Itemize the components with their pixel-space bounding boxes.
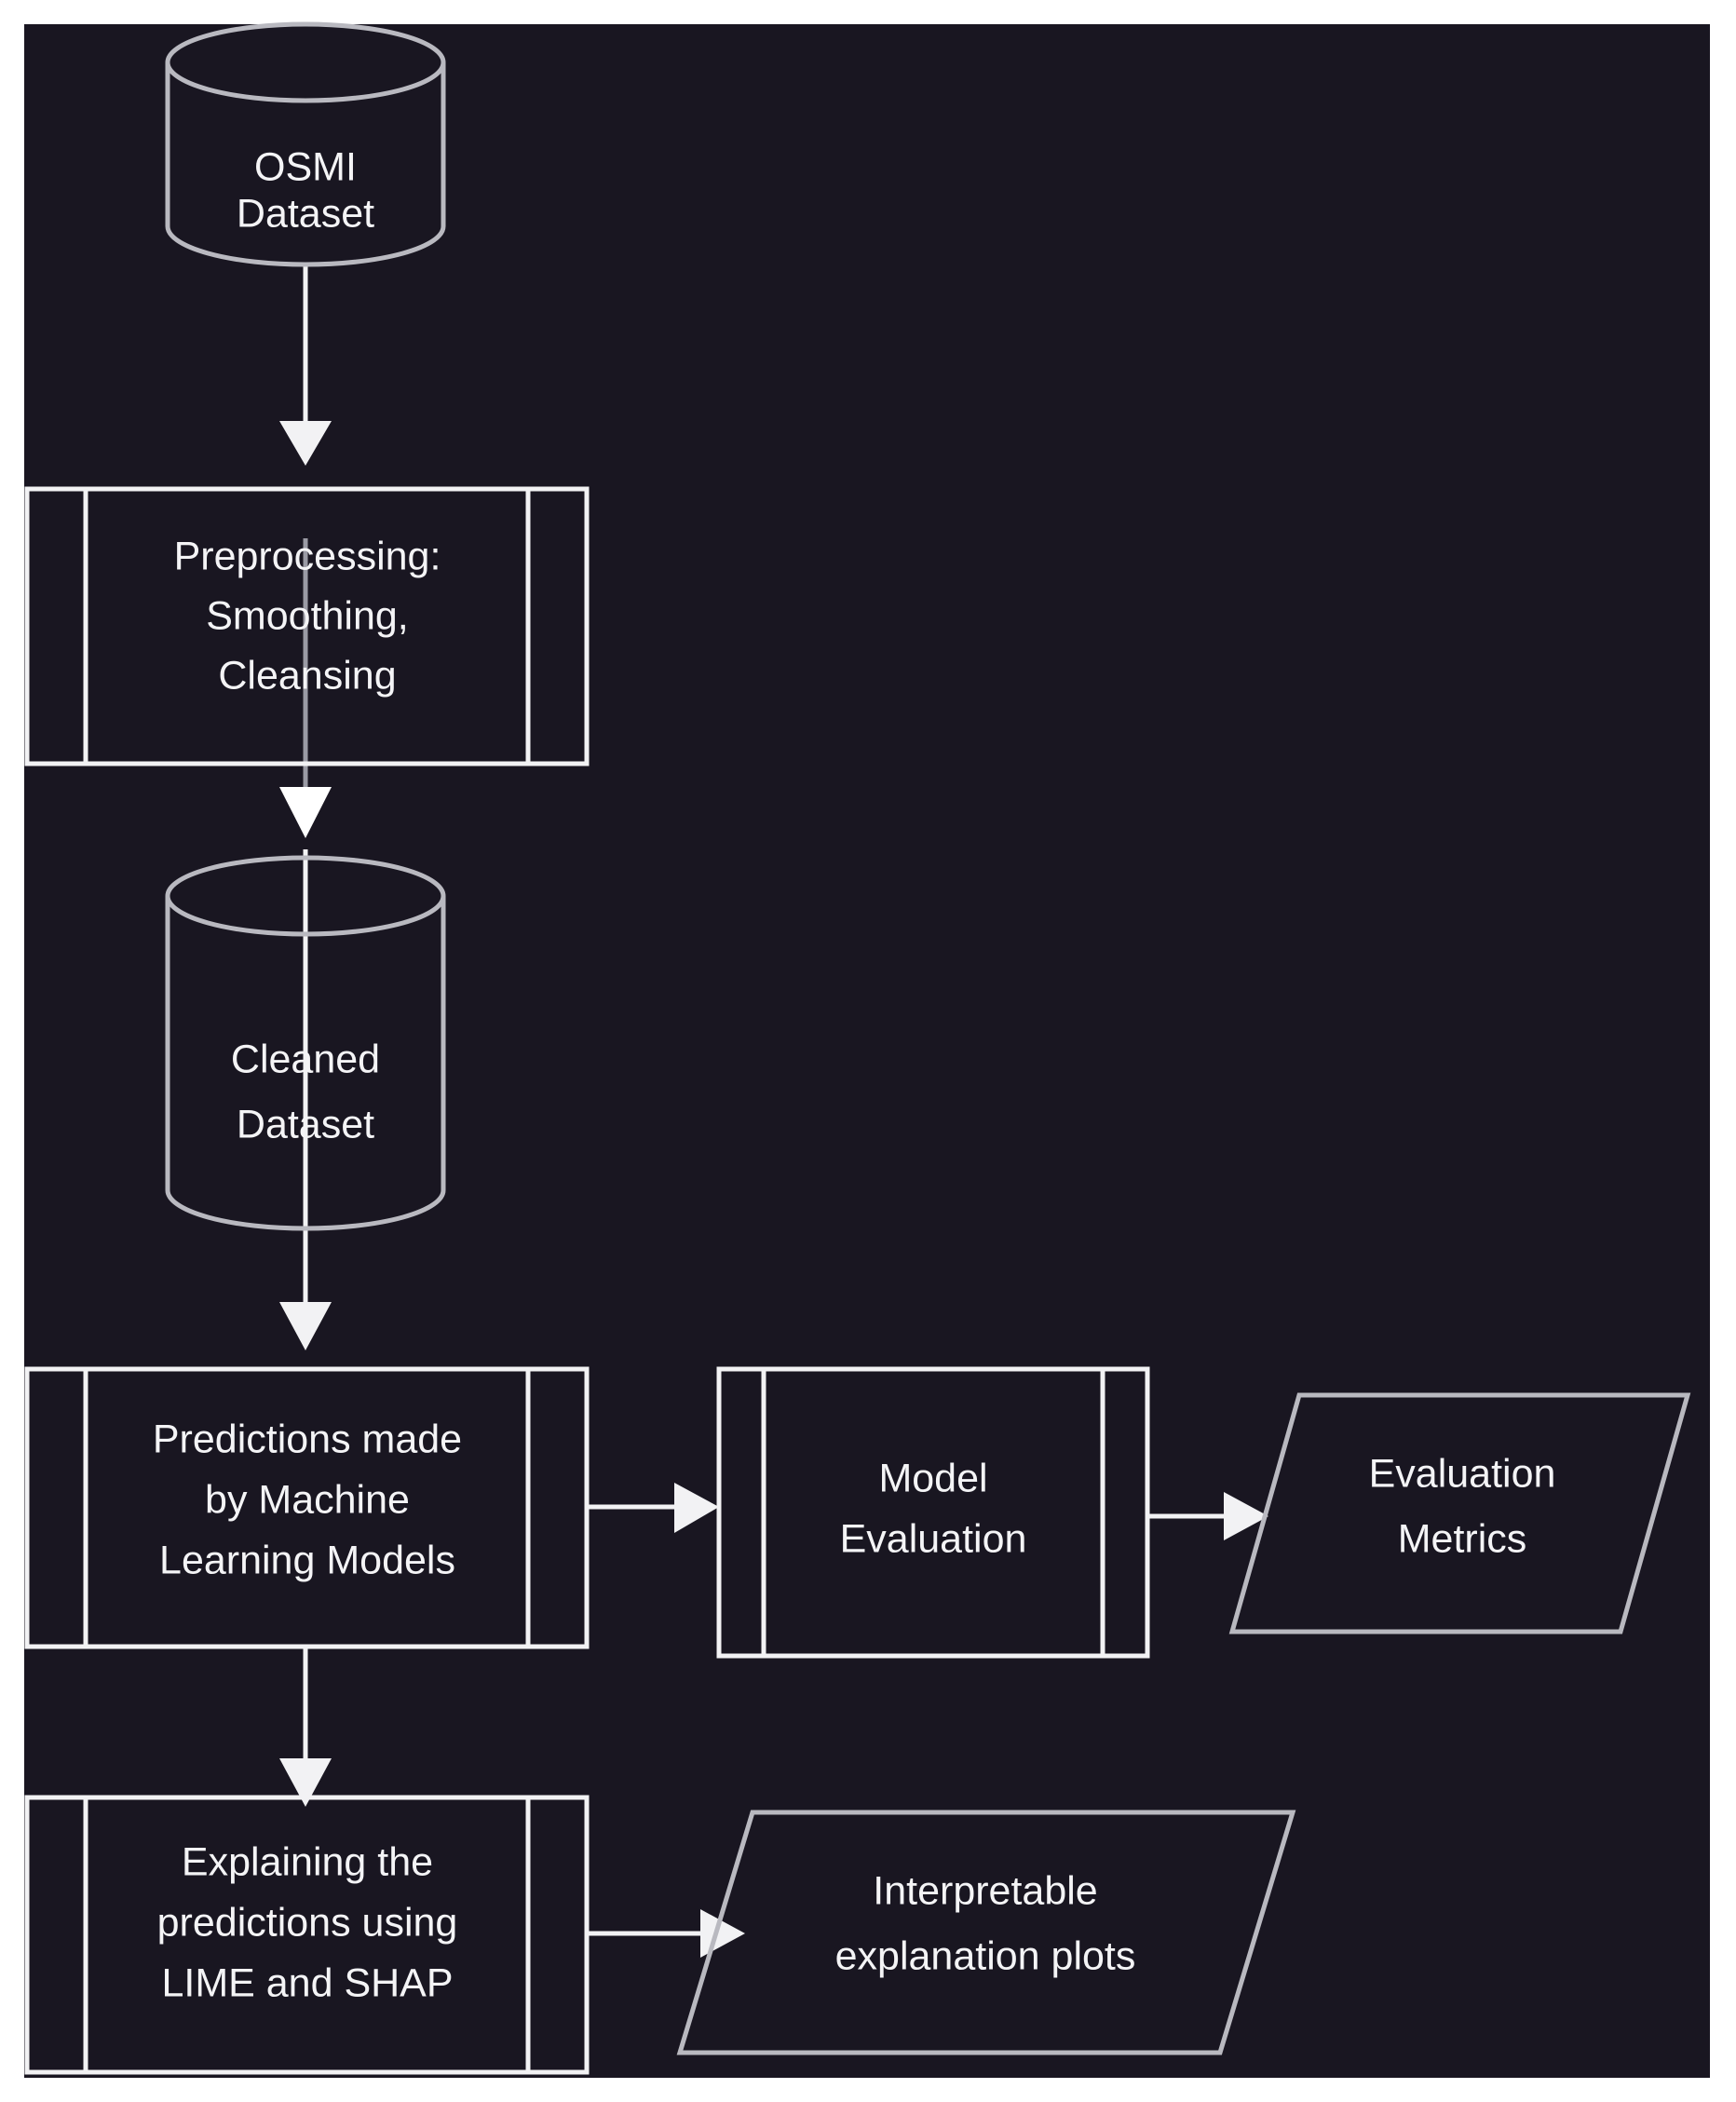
node-evaluation-metrics[interactable]: Evaluation Metrics — [1228, 1392, 1691, 1634]
explaining-label-line3: LIME and SHAP — [161, 1960, 453, 2005]
osmi-dataset-label-line2: Dataset — [237, 191, 374, 236]
explaining-label-line2: predictions using — [157, 1900, 458, 1945]
node-cleaned-dataset[interactable]: Cleaned Dataset — [165, 855, 446, 1231]
predictions-label-line3: Learning Models — [159, 1538, 455, 1582]
edge-predictions-to-explaining — [279, 1647, 332, 1807]
node-predictions[interactable]: Predictions made by Machine Learning Mod… — [24, 1366, 590, 1649]
edge-preprocessing-to-cleaned — [279, 538, 332, 838]
model-evaluation-label-line2: Evaluation — [840, 1516, 1027, 1561]
node-model-evaluation[interactable]: Model Evaluation — [716, 1366, 1150, 1659]
edge-predictions-to-evaluation — [587, 1483, 719, 1533]
edge-evaluation-to-metrics — [1147, 1492, 1268, 1540]
explanation-plots-label-line1: Interpretable — [873, 1868, 1097, 1913]
evaluation-metrics-label-line1: Evaluation — [1369, 1451, 1556, 1496]
cleaned-dataset-label-line1: Cleaned — [231, 1037, 380, 1081]
preprocessing-label-line1: Preprocessing: — [174, 534, 441, 578]
evaluation-metrics-label-line2: Metrics — [1398, 1516, 1527, 1561]
preprocessing-label-line3: Cleansing — [218, 653, 396, 698]
node-explanation-plots[interactable]: Interpretable explanation plots — [676, 1810, 1296, 2055]
explaining-label-line1: Explaining the — [182, 1839, 433, 1884]
predictions-label-line1: Predictions made — [153, 1417, 462, 1461]
node-osmi-dataset[interactable]: OSMI Dataset — [165, 21, 446, 267]
preprocessing-label-line2: Smoothing, — [206, 593, 409, 638]
predictions-label-line2: by Machine — [205, 1477, 410, 1522]
model-evaluation-label-line1: Model — [878, 1456, 987, 1500]
osmi-dataset-label-line1: OSMI — [254, 144, 357, 189]
node-explaining[interactable]: Explaining the predictions using LIME an… — [24, 1795, 590, 2075]
cleaned-dataset-label-line2: Dataset — [237, 1102, 374, 1146]
explanation-plots-label-line2: explanation plots — [835, 1933, 1136, 1978]
edge-osmi-to-preprocessing — [279, 263, 332, 466]
node-preprocessing[interactable]: Preprocessing: Smoothing, Cleansing — [24, 486, 590, 766]
edge-cleaned-to-predictions — [279, 849, 332, 1350]
